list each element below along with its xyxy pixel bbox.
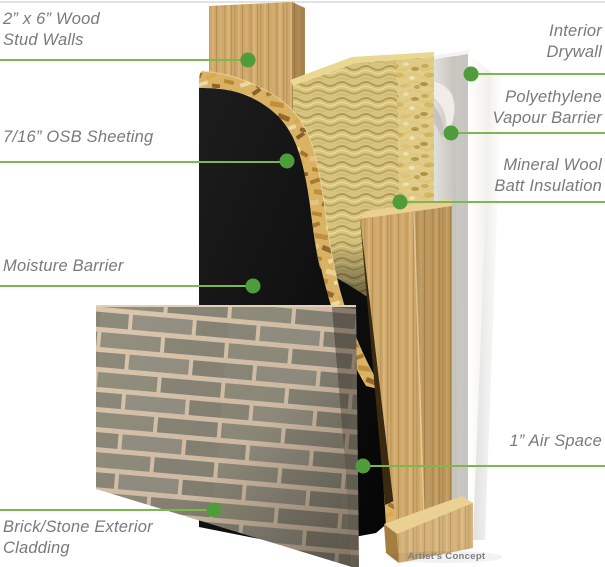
- callout-stud-walls-line1: 2” x 6” Wood: [3, 10, 100, 28]
- stud-front: [360, 199, 452, 524]
- leader-dot-cladding: [206, 502, 222, 518]
- callout-cladding-line1: Brick/Stone Exterior: [3, 518, 153, 536]
- callout-stud-walls: 2” x 6” Wood Stud Walls: [3, 9, 100, 51]
- callout-mineral-wool: Mineral Wool Batt Insulation: [494, 155, 602, 197]
- top-hairline: [0, 1, 605, 3]
- leader-dot-air-space: [355, 458, 371, 474]
- leader-dot-interior-drywall: [463, 66, 479, 82]
- callout-air-line1: 1” Air Space: [509, 432, 602, 450]
- leader-dot-moisture-barrier: [245, 278, 261, 294]
- callout-stud-walls-line2: Stud Walls: [3, 31, 84, 49]
- leader-dot-mineral-wool: [392, 194, 408, 210]
- leader-dot-vapour-barrier: [443, 125, 459, 141]
- callout-drywall-line1: Interior: [549, 22, 602, 40]
- callout-moisture-barrier: Moisture Barrier: [3, 256, 124, 277]
- callout-moisture-line1: Moisture Barrier: [3, 257, 124, 275]
- callout-cladding: Brick/Stone Exterior Cladding: [3, 517, 153, 559]
- artists-concept-caption: Artist’s Concept: [407, 551, 486, 562]
- leader-dot-osb-sheeting: [279, 153, 295, 169]
- callout-cladding-line2: Cladding: [3, 539, 70, 557]
- leader-dot-stud-walls: [240, 52, 256, 68]
- callout-poly-line1: Polyethylene: [505, 88, 602, 106]
- callout-vapour-barrier: Polyethylene Vapour Barrier: [493, 87, 603, 129]
- callout-air-space: 1” Air Space: [509, 431, 602, 452]
- callout-wool-line2: Batt Insulation: [494, 177, 602, 195]
- sill-plate: [384, 496, 503, 563]
- callout-osb-line1: 7/16” OSB Sheeting: [3, 128, 154, 146]
- callout-wool-line1: Mineral Wool: [503, 156, 602, 174]
- callout-interior-drywall: Interior Drywall: [547, 21, 602, 63]
- callout-poly-line2: Vapour Barrier: [492, 109, 602, 127]
- brick-cladding-layer: [96, 305, 359, 567]
- callout-osb-sheeting: 7/16” OSB Sheeting: [3, 127, 153, 148]
- callout-drywall-line2: Drywall: [546, 43, 602, 61]
